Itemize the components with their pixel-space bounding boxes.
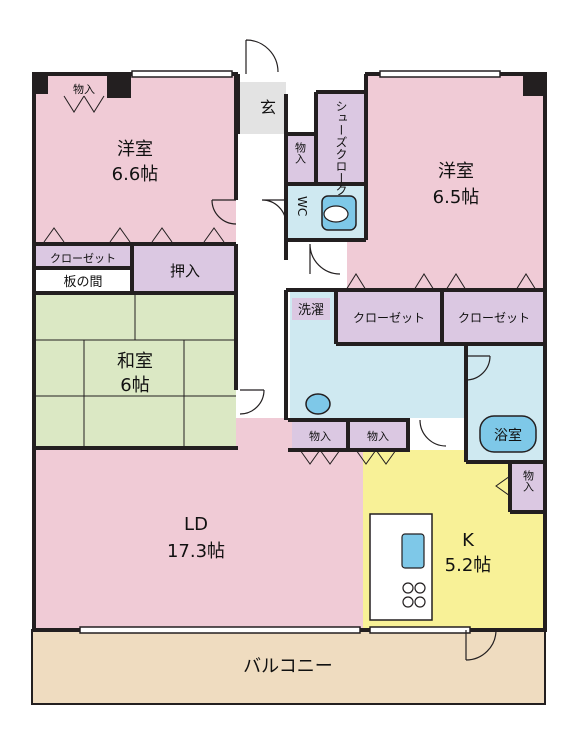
kitchen-name: K xyxy=(462,530,475,551)
balcony-name: バルコニー xyxy=(243,656,333,677)
storage-label-nw: 物入 xyxy=(73,82,95,96)
storage-label-a: 物入 xyxy=(309,429,331,443)
pillar-mid xyxy=(107,72,131,98)
closet-ne-right-floor xyxy=(444,292,545,342)
walls xyxy=(32,72,547,632)
door-swings xyxy=(211,39,497,661)
balcony-area xyxy=(31,629,546,705)
storage-label-b: 物入 xyxy=(367,429,389,443)
closet-label-ne-left: クローゼット xyxy=(353,311,425,325)
genkan-label: 玄 xyxy=(260,98,276,117)
shoes-cloak-label: シューズクローク xyxy=(334,100,348,196)
closet-label-ne-right: クローゼット xyxy=(458,311,530,325)
storage-b-floor xyxy=(350,420,406,448)
bath-label: 浴室 xyxy=(494,427,522,444)
tatami-lines xyxy=(34,294,236,446)
washbasin-icon xyxy=(305,393,331,415)
genkan-floor xyxy=(238,82,286,134)
pillar-nw xyxy=(32,72,48,94)
stove-icon xyxy=(402,582,426,608)
kitchen-sink-icon xyxy=(401,533,425,569)
storage-label-kitchen: 物入 xyxy=(522,469,535,492)
toilet-bowl-icon xyxy=(323,205,349,223)
laundry-label: 洗濯 xyxy=(298,303,324,318)
board-floor-label: 板の間 xyxy=(63,275,102,290)
western-nw-size: 6.6帖 xyxy=(112,164,159,185)
storage-small-floor xyxy=(288,136,314,182)
western-nw-name: 洋室 xyxy=(117,139,153,160)
washitsu-size: 6帖 xyxy=(120,375,149,396)
bathtub-icon xyxy=(479,415,537,453)
closet-label-west: クローゼット xyxy=(50,252,116,265)
pillar-ne xyxy=(523,72,547,96)
ld-name: LD xyxy=(184,514,208,535)
western-ne-size: 6.5帖 xyxy=(433,187,480,208)
western-ne-name: 洋室 xyxy=(438,161,474,182)
kitchen-size: 5.2帖 xyxy=(445,555,492,576)
wc-label: WC xyxy=(295,196,309,216)
closet-doors xyxy=(43,95,537,497)
storage-kitchen-floor xyxy=(512,462,545,510)
board-floor-area xyxy=(34,268,132,292)
ld-floor xyxy=(34,418,363,630)
laundry-tag-bg xyxy=(292,298,330,320)
shoes-cloak-floor xyxy=(316,94,366,184)
western-room-ne-floor xyxy=(347,74,545,290)
windows xyxy=(79,70,501,634)
closet-ne-left-floor xyxy=(336,292,442,342)
closet-strip-floor xyxy=(34,246,132,268)
washitsu-name: 和室 xyxy=(117,351,153,372)
storage-label-vertical: 物入 xyxy=(294,141,307,164)
oshiire-label: 押入 xyxy=(170,262,200,280)
oshiire-floor xyxy=(134,246,236,292)
ld-size: 17.3帖 xyxy=(167,541,225,562)
shoes-cloak-text: シューズクローク xyxy=(334,100,348,196)
storage-a-floor xyxy=(292,420,348,448)
